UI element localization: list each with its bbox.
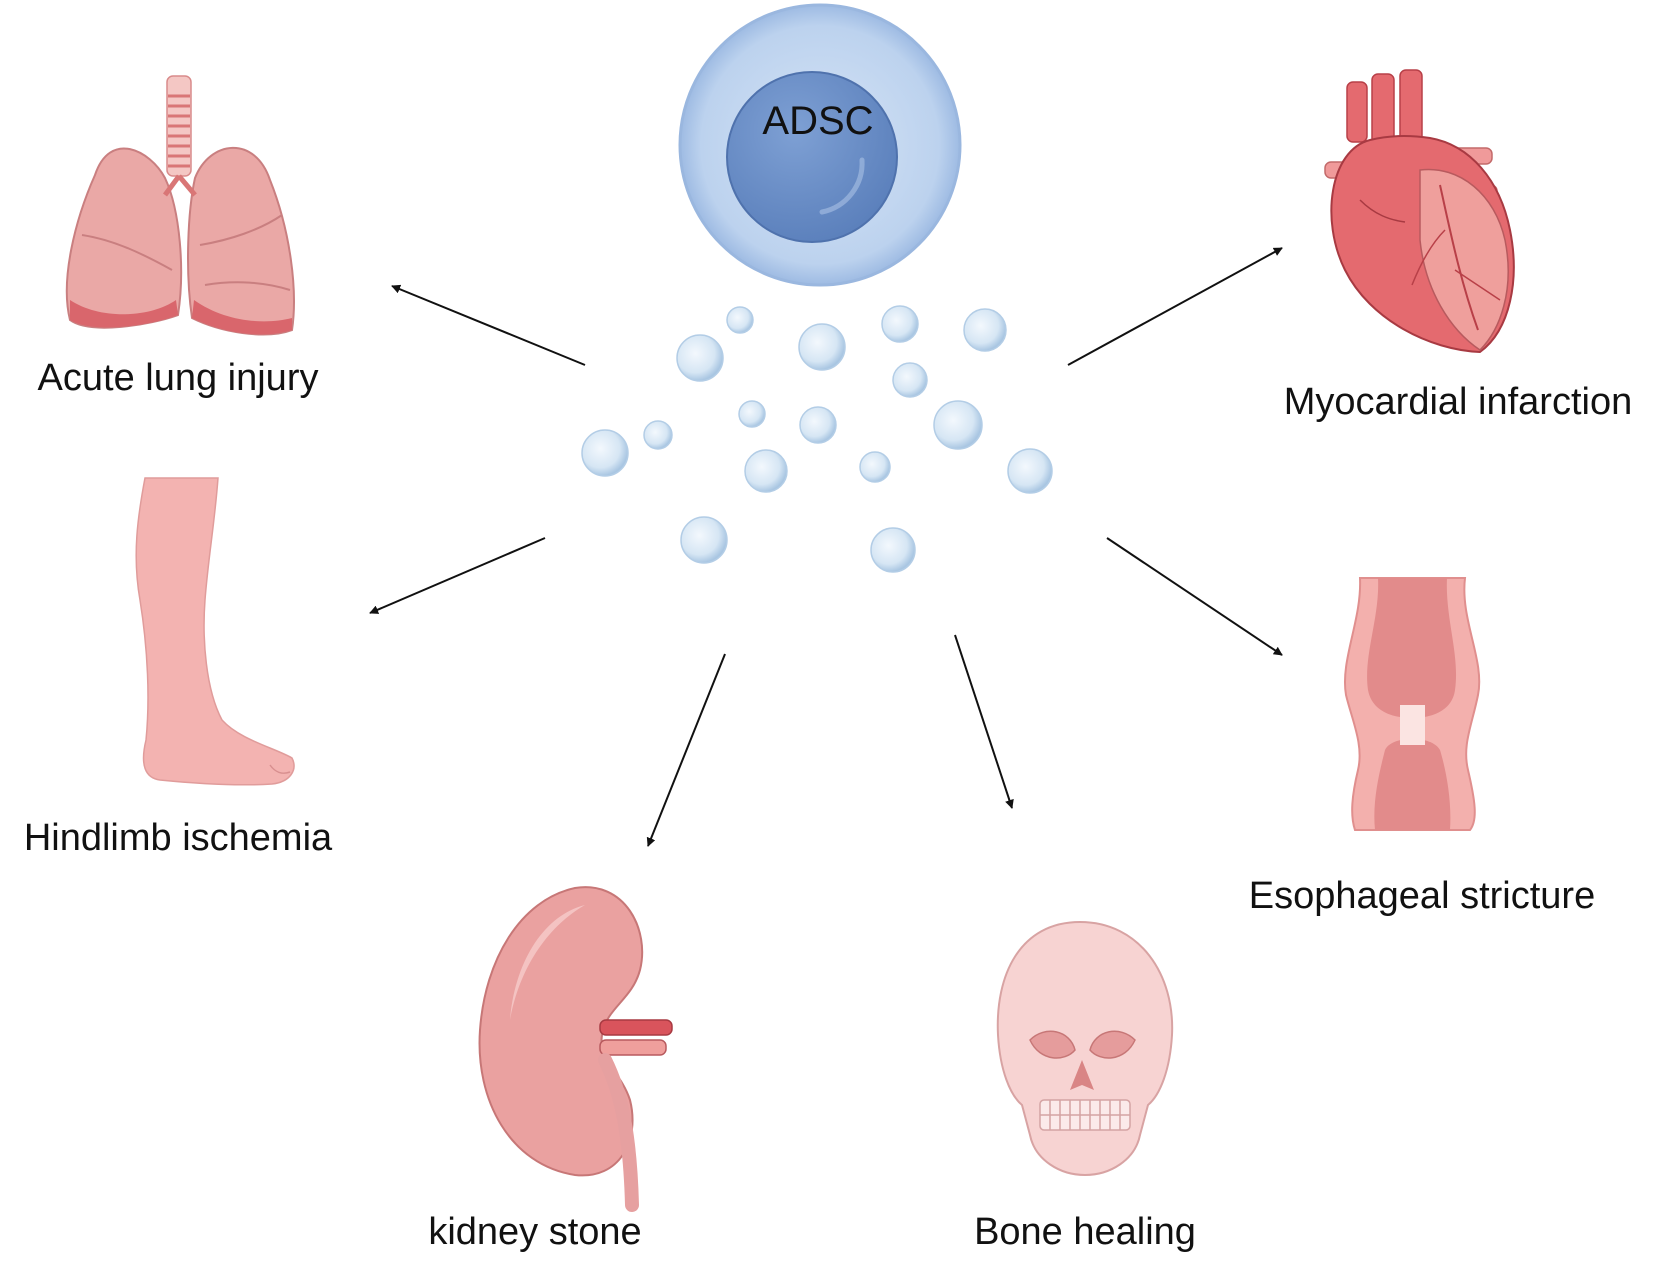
- vesicle: [799, 406, 837, 444]
- vesicle: [798, 323, 846, 371]
- label-hindlimb-ischemia: Hindlimb ischemia: [24, 817, 333, 859]
- arrow-to-kidney: [646, 653, 726, 847]
- vesicle: [726, 306, 754, 334]
- esophagus-icon: [1344, 577, 1481, 831]
- arrow-to-bone: [954, 634, 1014, 809]
- leg-icon: [135, 477, 295, 786]
- label-esophageal-stricture: Esophageal stricture: [1249, 875, 1595, 917]
- label-kidney-stone: kidney stone: [428, 1211, 641, 1253]
- heart-icon: [1324, 69, 1515, 354]
- vesicle: [881, 305, 919, 343]
- arrow-to-esophagus: [1106, 537, 1283, 656]
- vesicle: [676, 334, 724, 382]
- lungs-icon: [65, 75, 295, 336]
- vesicle: [581, 429, 629, 477]
- vesicle: [744, 449, 788, 493]
- vesicle: [859, 451, 891, 483]
- vesicle: [933, 400, 983, 450]
- vesicle: [680, 516, 728, 564]
- vesicle: [892, 362, 928, 398]
- arrow-to-heart: [1067, 247, 1283, 366]
- arrow-to-lung: [391, 284, 586, 366]
- vesicle: [1007, 448, 1053, 494]
- arrows: [369, 247, 1283, 847]
- skull-icon: [996, 920, 1174, 1177]
- vesicle: [738, 400, 766, 428]
- label-bone-healing: Bone healing: [974, 1211, 1196, 1253]
- arrow-to-limb: [369, 537, 546, 614]
- stem-cell-icon: [678, 3, 962, 287]
- vesicle: [963, 308, 1007, 352]
- cell-label: ADSC: [762, 99, 873, 143]
- extracellular-vesicle-icon: [581, 305, 1053, 573]
- label-acute-lung-injury: Acute lung injury: [38, 357, 319, 399]
- vesicle: [643, 420, 673, 450]
- label-myocardial-infarction: Myocardial infarction: [1284, 381, 1632, 423]
- kidney-icon: [478, 886, 673, 1212]
- vesicle: [870, 527, 916, 573]
